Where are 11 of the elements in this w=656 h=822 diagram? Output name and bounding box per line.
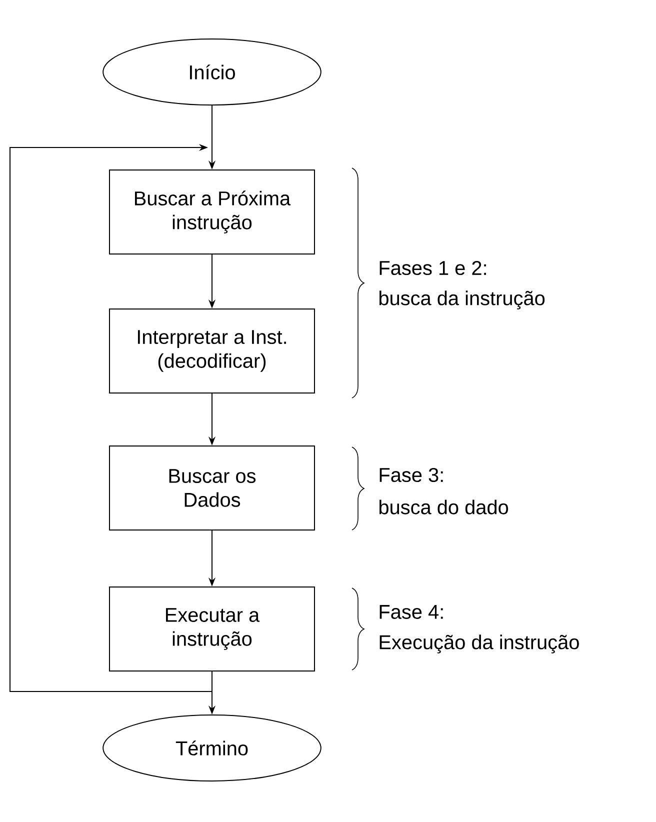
process-box: Interpretar a Inst. (decodificar) [109, 308, 315, 394]
process-box: Executar a instrução [109, 586, 315, 672]
process-box: Buscar os Dados [109, 446, 315, 530]
phase-label: Fase 3: [380, 468, 443, 482]
arrow [10, 144, 212, 692]
phase-label: busca da instrução [379, 290, 545, 310]
phase-label: busca do dado [379, 500, 508, 514]
phase-label: Fases 1 e 2: [380, 260, 486, 276]
phase-label: Execução da instrução [380, 634, 579, 654]
process-box: Buscar a Próxima instrução [109, 170, 315, 254]
phase-label: Fase 4: [380, 605, 443, 619]
